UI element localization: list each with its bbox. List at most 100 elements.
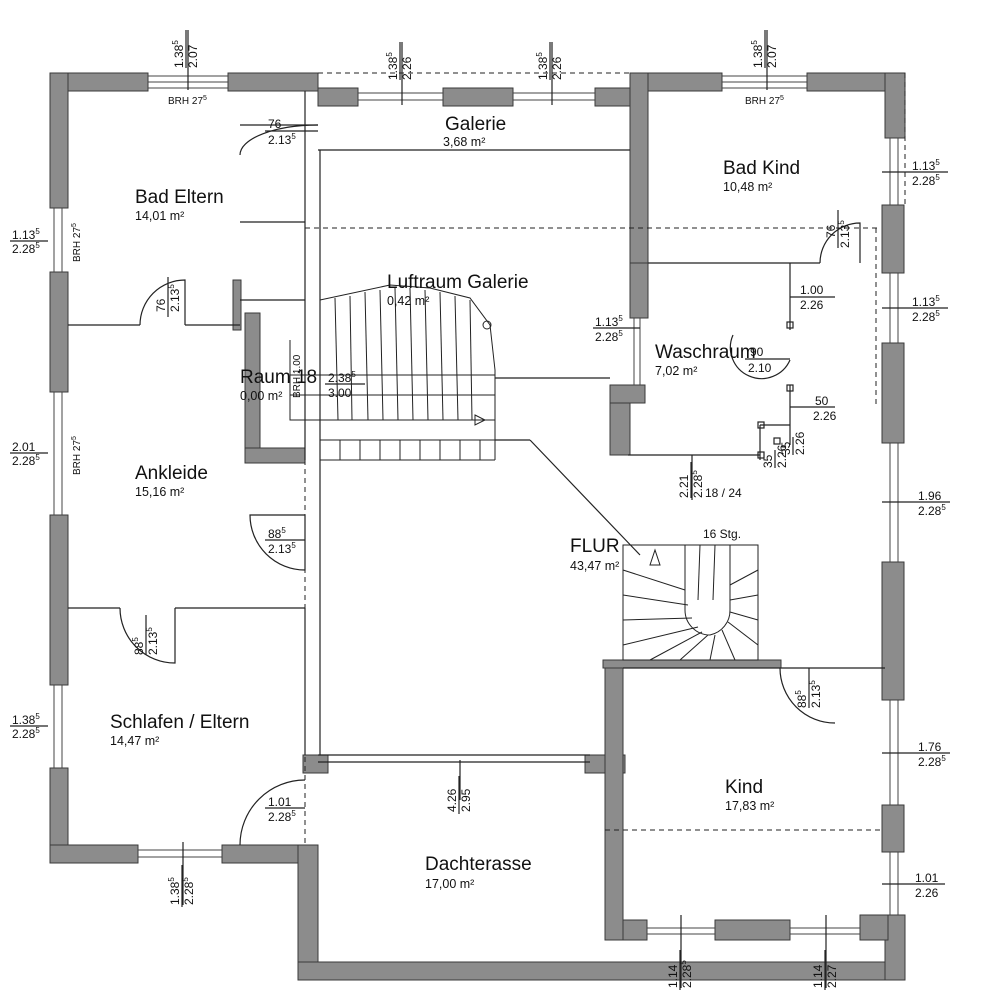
room-name-schlafen: Schlafen / Eltern [110,712,249,733]
dimension-labels-vertical: 1.385 2.07 1.385 2.26 1.385 2.26 1.385 2… [131,30,852,990]
dim-right-1: 1.135 2.285 [882,158,948,188]
stairs-upper [289,284,641,556]
room-area-bad-eltern: 14,01 m² [135,209,184,223]
svg-text:4.26: 4.26 [445,788,459,812]
room-area-raum18: 0,00 m² [240,389,282,403]
dim-right-5: 1.01 2.26 [882,871,945,900]
svg-text:35: 35 [761,454,775,468]
svg-text:76: 76 [268,117,282,131]
svg-text:2.285: 2.285 [918,503,946,518]
dim-wasch-6: 2.21 2.285 [677,462,705,498]
dim-ankleide-door: 885 2.135 [265,526,305,556]
svg-text:2.285: 2.285 [918,754,946,769]
svg-text:2.135: 2.135 [145,627,160,655]
svg-text:2.10: 2.10 [748,361,772,375]
svg-text:1.14: 1.14 [811,964,825,988]
svg-text:1.385: 1.385 [171,40,186,68]
svg-text:3.00: 3.00 [328,386,352,400]
room-area-schlafen: 14,47 m² [110,734,159,748]
svg-text:1.135: 1.135 [912,158,940,173]
room-name-luftraum: Luftraum Galerie [387,272,529,293]
room-area-ankleide: 15,16 m² [135,485,184,499]
dim-raum18: 2.385 3.00 [325,370,365,400]
room-area-luftraum: 0,42 m² [387,294,429,308]
dim-wasch-1: 1.00 2.26 [790,283,835,312]
dim-top-mid2: 1.385 2.26 [535,42,564,80]
dim-wasch-win: 1.135 2.285 [593,314,640,344]
room-name-raum18: Raum 18 [240,367,317,388]
svg-text:2.135: 2.135 [808,680,823,708]
room-area-kind: 17,83 m² [725,799,774,813]
dim-wasch-3: 50 2.26 [790,394,837,423]
svg-text:885: 885 [131,637,146,655]
room-name-flur: FLUR [570,536,620,557]
svg-text:2.26: 2.26 [813,409,837,423]
svg-text:50: 50 [815,394,829,408]
room-name-kind: Kind [725,777,763,798]
dim-right-2: 1.135 2.285 [882,294,948,324]
svg-text:1.96: 1.96 [918,489,942,503]
dim-wasch-5: 35 2.26 [779,431,807,455]
dimension-labels: 1.135 2.285 2.01 2.285 1.385 2.285 1.135… [10,117,950,900]
svg-text:2.21: 2.21 [677,474,691,498]
svg-text:76: 76 [154,298,168,312]
svg-text:2.26: 2.26 [775,444,789,468]
brh-label-raum18: BRH 1.00 [292,354,303,398]
svg-text:2.135: 2.135 [837,220,852,248]
svg-text:2.01: 2.01 [12,440,36,454]
stairs-count: 16 Stg. [703,527,741,541]
door-swings [119,124,861,846]
svg-text:2.26: 2.26 [800,298,824,312]
brh-label: BRH 275 [745,95,784,107]
svg-text:2.385: 2.385 [328,370,356,385]
svg-text:885: 885 [794,690,809,708]
dim-door-bad-eltern: 76 2.135 [154,277,182,317]
dim-left-2: 2.01 2.285 [10,440,48,468]
svg-text:1.01: 1.01 [268,795,292,809]
svg-text:1.385: 1.385 [750,40,765,68]
svg-text:1.135: 1.135 [595,314,623,329]
svg-text:2.285: 2.285 [181,877,196,905]
svg-text:2.285: 2.285 [12,241,40,256]
svg-text:1.14: 1.14 [666,964,680,988]
dim-right-4: 1.76 2.285 [882,740,950,769]
svg-text:1.76: 1.76 [918,740,942,754]
dim-right-3: 1.96 2.285 [882,489,950,518]
svg-text:2.285: 2.285 [690,470,705,498]
svg-text:1.385: 1.385 [385,52,400,80]
dim-door-bad-eltern-top: 76 2.135 [265,117,318,147]
svg-text:2.07: 2.07 [186,44,200,68]
stairs-lower [622,544,759,661]
svg-text:90: 90 [750,345,764,359]
svg-text:2.135: 2.135 [268,132,296,147]
room-labels: Galerie 3,68 m² Bad Kind 10,48 m² Bad El… [110,114,800,891]
svg-text:1.135: 1.135 [12,227,40,242]
room-name-dachterasse: Dachterasse [425,854,532,875]
svg-text:2.285: 2.285 [12,453,40,468]
room-name-bad-kind: Bad Kind [723,158,800,179]
brh-label: BRH 275 [168,95,207,107]
svg-text:885: 885 [268,526,286,541]
svg-text:2.285: 2.285 [268,809,296,824]
dim-terrasse-door: 4.26 2.95 [445,776,473,814]
room-name-bad-eltern: Bad Eltern [135,187,224,208]
svg-text:2.285: 2.285 [912,309,940,324]
dim-bottom-left: 1.385 2.285 [167,865,196,907]
dim-schlafen-door: 885 2.135 [131,615,160,655]
room-name-waschraum: Waschraum [655,342,756,363]
svg-text:2.26: 2.26 [793,431,807,455]
room-name-galerie: Galerie [445,114,506,135]
svg-text:2.07: 2.07 [765,44,779,68]
brh-label: BRH 275 [71,223,83,262]
brh-labels: BRH 275 BRH 275 BRH 275 BRH 275 BRH 1.00 [71,95,784,475]
svg-text:2.26: 2.26 [400,56,414,80]
svg-text:76: 76 [824,224,838,238]
room-name-ankleide: Ankleide [135,463,208,484]
svg-text:1.385: 1.385 [12,712,40,727]
brh-label: BRH 275 [71,436,83,475]
dim-schlafen-door2: 1.01 2.285 [265,795,305,824]
svg-text:1.01: 1.01 [915,871,939,885]
svg-text:1.385: 1.385 [535,52,550,80]
dim-bottom-r2: 1.14 2.27 [811,950,839,990]
